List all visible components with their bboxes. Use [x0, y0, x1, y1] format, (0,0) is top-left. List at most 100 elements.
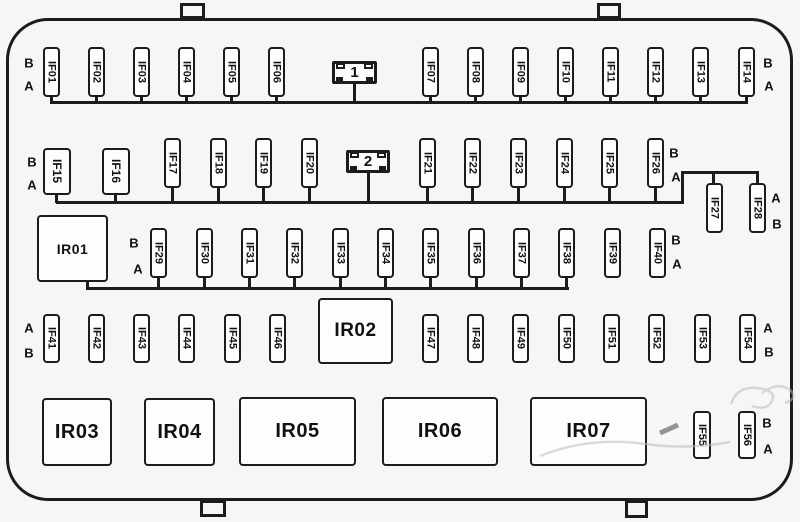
fuse-label: IF42 — [90, 327, 103, 350]
wire — [353, 83, 356, 103]
fuse-label: IF17 — [166, 151, 179, 174]
fuse-label: IF35 — [424, 241, 437, 264]
fuse-IF03: IF03 — [133, 47, 150, 97]
wire — [339, 276, 342, 289]
wire — [471, 187, 474, 203]
fuse-label: IF51 — [605, 327, 618, 350]
fuse-IF55: IF55 — [693, 411, 711, 459]
fuse-label: IF32 — [288, 241, 301, 264]
wire — [293, 276, 296, 289]
fuse-IF47: IF47 — [422, 314, 439, 363]
relay-label: IR07 — [566, 420, 611, 442]
relay-label: IR06 — [417, 420, 463, 442]
fuse-IF22: IF22 — [464, 138, 481, 188]
pin-label: B — [772, 216, 782, 232]
relay-IR01: IR01 — [37, 215, 108, 282]
wire — [157, 276, 160, 289]
connector-notch — [364, 63, 373, 69]
relay-IR03: IR03 — [42, 398, 112, 466]
relay-IR04: IR04 — [144, 398, 215, 466]
wire — [565, 276, 568, 289]
fuse-label: IF23 — [512, 151, 525, 174]
wire — [756, 173, 759, 185]
pin-label: A — [764, 78, 774, 94]
fuse-IF40: IF40 — [649, 228, 666, 278]
wire — [262, 187, 265, 203]
fuse-IF37: IF37 — [513, 228, 530, 278]
fuse-label: IF27 — [708, 196, 721, 219]
fuse-IF41: IF41 — [43, 314, 60, 363]
connector-notch — [350, 152, 359, 158]
wire — [248, 276, 251, 289]
connector-pin — [379, 166, 386, 170]
fuse-label: IF54 — [741, 327, 754, 350]
connector-pin — [336, 77, 343, 81]
fuse-IF35: IF35 — [422, 228, 439, 278]
wire — [712, 173, 715, 185]
fuse-IF25: IF25 — [601, 138, 618, 188]
wire — [609, 95, 612, 104]
fuse-IF11: IF11 — [602, 47, 619, 97]
wire — [475, 276, 478, 289]
wire — [681, 171, 684, 204]
fuse-IF32: IF32 — [286, 228, 303, 278]
fuse-label: IF30 — [198, 241, 211, 264]
fuse-label: IF48 — [469, 327, 482, 350]
fuse-IF42: IF42 — [88, 314, 105, 363]
fuse-IF49: IF49 — [512, 314, 529, 363]
relay-label: IR01 — [56, 240, 89, 257]
fuse-IF54: IF54 — [739, 314, 756, 363]
fuse-label: IF04 — [180, 60, 193, 83]
pin-label: A — [27, 177, 37, 193]
fuse-IF45: IF45 — [224, 314, 241, 363]
fuse-IF51: IF51 — [603, 314, 620, 363]
wire — [519, 95, 522, 104]
pin-label: A — [771, 190, 781, 206]
fuse-label: IF47 — [424, 327, 437, 350]
wire — [114, 194, 117, 203]
fuse-IF30: IF30 — [196, 228, 213, 278]
mounting-tab — [180, 3, 205, 19]
fuse-IF36: IF36 — [468, 228, 485, 278]
wire — [86, 287, 569, 290]
wire — [608, 187, 611, 203]
wire — [654, 95, 657, 104]
board-outline — [6, 18, 793, 501]
fuse-IF15: IF15 — [43, 148, 71, 195]
fuse-label: IF29 — [152, 241, 165, 264]
connector-2: 2 — [346, 150, 390, 173]
fuse-label: IF46 — [271, 327, 284, 350]
fuse-label: IF43 — [135, 327, 148, 350]
mounting-tab — [625, 500, 648, 518]
fuse-IF12: IF12 — [647, 47, 664, 97]
fuse-label: IF09 — [514, 60, 527, 83]
pin-label: A — [24, 320, 34, 336]
fuse-label: IF07 — [424, 60, 437, 83]
fuse-IF44: IF44 — [178, 314, 195, 363]
fuse-IF10: IF10 — [557, 47, 574, 97]
fuse-label: IF19 — [257, 151, 270, 174]
fuse-IF16: IF16 — [102, 148, 130, 195]
wire — [95, 95, 98, 104]
fuse-IF43: IF43 — [133, 314, 150, 363]
fuse-label: IF01 — [45, 60, 58, 83]
fuse-label: IF36 — [470, 241, 483, 264]
fuse-IF29: IF29 — [150, 228, 167, 278]
wire — [384, 276, 387, 289]
fuse-label: IF31 — [243, 241, 256, 264]
wire — [745, 95, 748, 104]
fuse-IF18: IF18 — [210, 138, 227, 188]
fuse-label: IF05 — [225, 60, 238, 83]
connector-label: 2 — [363, 153, 373, 170]
fuse-IF28: IF28 — [749, 183, 766, 233]
connector-1: 1 — [332, 61, 377, 84]
relay-IR06: IR06 — [382, 397, 498, 466]
pin-label: A — [763, 320, 773, 336]
fuse-label: IF52 — [650, 327, 663, 350]
wire — [429, 276, 432, 289]
fuse-label: IF15 — [50, 159, 64, 184]
wire — [217, 187, 220, 203]
fuse-label: IF39 — [606, 241, 619, 264]
fuse-label: IF55 — [696, 423, 708, 446]
fuse-label: IF14 — [740, 60, 753, 83]
